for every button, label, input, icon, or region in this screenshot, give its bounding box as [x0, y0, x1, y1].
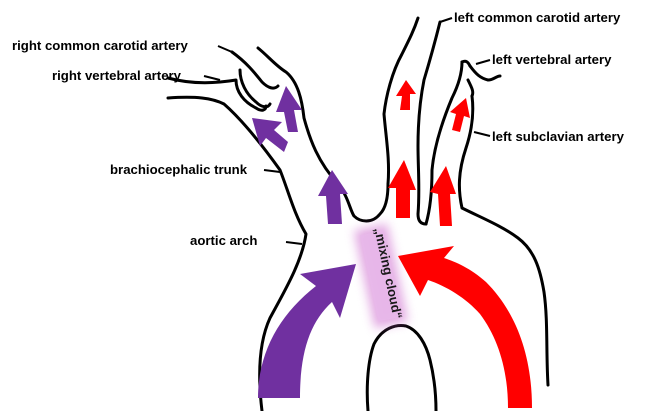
red-arrow-carotid-upper: [396, 80, 416, 110]
left-vertebral-branch: [470, 66, 500, 80]
leader-right-common-carotid: [218, 46, 232, 52]
vessel-outline: [168, 18, 548, 411]
label-right-common-carotid: right common carotid artery: [12, 38, 189, 53]
left-carotid-right-wall: [418, 22, 440, 224]
red-arrow-carotid-lower: [388, 160, 416, 218]
purple-arrow-trunk: [318, 170, 348, 224]
label-brachiocephalic: brachiocephalic trunk: [110, 162, 248, 177]
arch-inner-wall: [367, 326, 436, 411]
label-right-vertebral: right vertebral artery: [52, 68, 182, 83]
left-subclavian-top: [468, 80, 473, 96]
red-arrow-main: [398, 246, 532, 408]
label-left-vertebral: left vertebral artery: [492, 52, 612, 67]
left-carotid-left-wall: [384, 18, 418, 184]
labels: right common carotid artery right verteb…: [12, 10, 625, 248]
purple-arrow-vertebral: [252, 118, 288, 152]
right-vertebral-wall: [168, 78, 266, 110]
purple-arrow-main: [258, 264, 356, 398]
leader-aortic-arch: [286, 242, 302, 244]
leader-left-common-carotid: [440, 18, 452, 22]
label-left-subclavian: left subclavian artery: [492, 129, 625, 144]
leader-brachiocephalic: [264, 170, 280, 172]
label-left-common-carotid: left common carotid artery: [454, 10, 621, 25]
leader-left-vertebral: [476, 60, 490, 64]
label-aortic-arch: aortic arch: [190, 233, 257, 248]
mixing-cloud: „mixing cloud“: [354, 224, 408, 329]
red-arrow-vertebral-lower: [430, 166, 456, 226]
leader-right-vertebral: [204, 76, 220, 80]
red-arrow-vertebral-upper: [450, 98, 470, 132]
leader-left-subclavian: [474, 132, 490, 136]
